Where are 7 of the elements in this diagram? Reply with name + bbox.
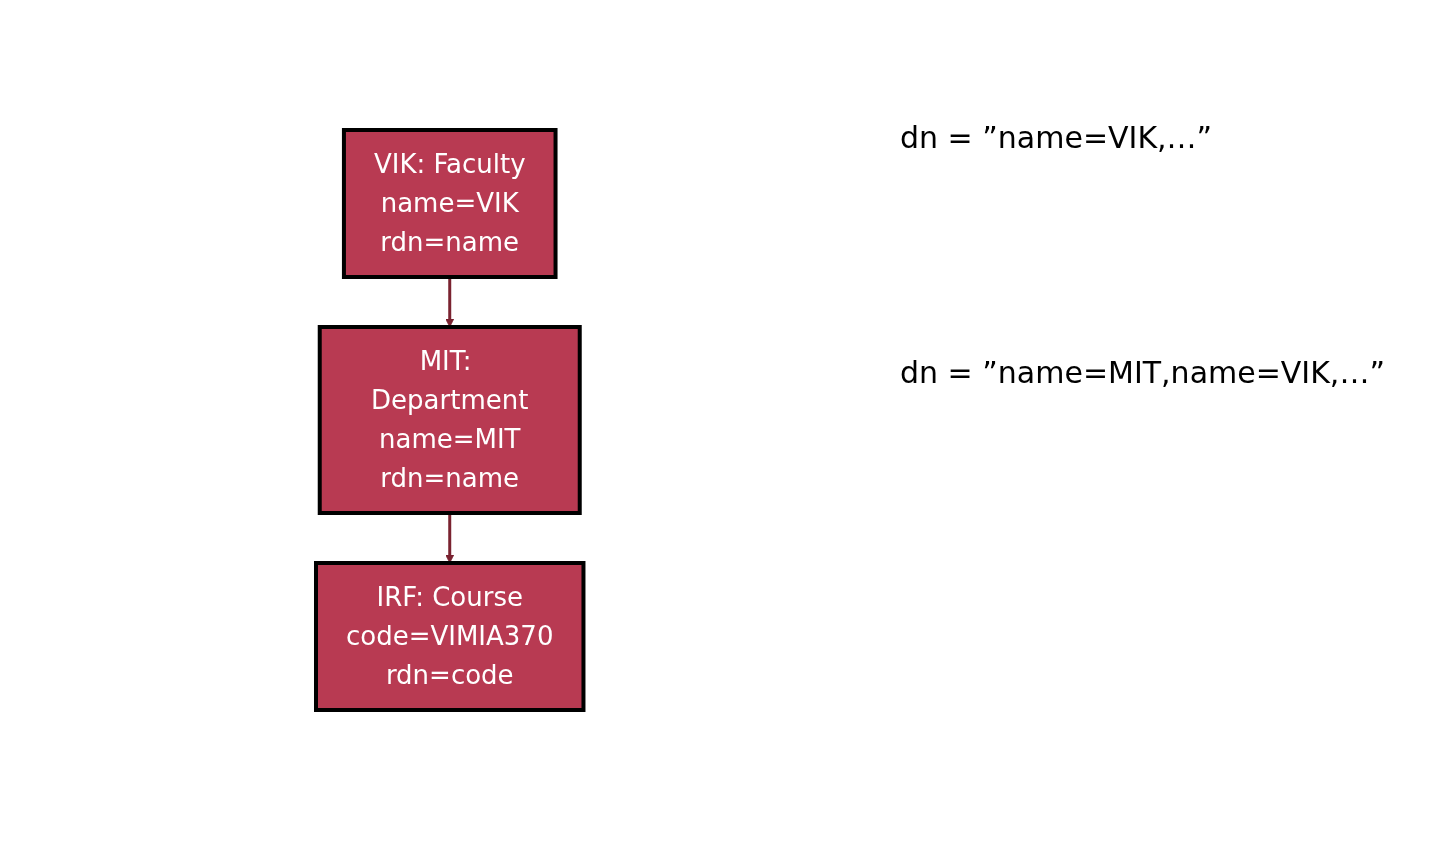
dn-note: dn = ”name=MIT,name=VIK,…” — [900, 355, 1385, 390]
node-box: VIK: Faculty name=VIK rdn=name — [342, 128, 558, 279]
arrow — [445, 513, 455, 564]
node-box: IRF: Course code=VIMIA370 rdn=code — [314, 561, 586, 712]
dn-note: dn = ”name=VIK,…” — [900, 120, 1214, 155]
node-box: MIT: Department name=MIT rdn=name — [318, 325, 582, 515]
arrow — [445, 277, 455, 328]
